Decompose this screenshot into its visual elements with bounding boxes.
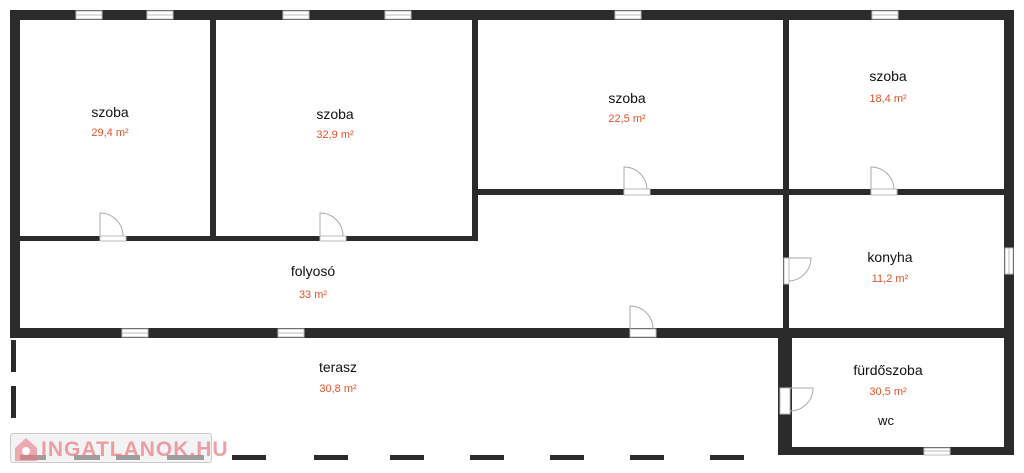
room-name: szoba — [316, 106, 354, 122]
watermark-logo: INGATLANOK.HU — [10, 433, 228, 463]
doors — [99, 166, 898, 415]
room-area: 29,4 m² — [91, 127, 129, 139]
door — [99, 212, 127, 242]
window — [1004, 247, 1014, 275]
door — [623, 166, 651, 196]
terasz-railing-left — [11, 386, 16, 418]
window — [277, 328, 305, 338]
room-area: 32,9 m² — [316, 129, 354, 141]
window — [121, 328, 149, 338]
room-name: folyosó — [290, 263, 336, 279]
room-area: 18,4 m² — [869, 93, 907, 105]
wall-furdo-bottom — [778, 447, 1014, 455]
windows — [75, 10, 1014, 456]
watermark-text: INGATLANOK.HU — [41, 438, 229, 461]
wall-left — [10, 10, 20, 338]
room-area: 22,5 m² — [608, 113, 646, 125]
wall-top — [10, 10, 1014, 20]
wall-szoba1-szoba2 — [210, 20, 216, 240]
window — [75, 10, 103, 20]
wall-szoba3-szoba4 — [783, 20, 789, 332]
door — [870, 166, 898, 196]
wall-rooms-folyoso — [20, 236, 478, 241]
room-area: 30,5 m² — [869, 386, 907, 398]
room-name: szoba — [869, 68, 907, 84]
wall-folyoso-terasz — [10, 328, 1014, 338]
window — [146, 10, 174, 20]
window — [384, 10, 412, 20]
room-name: terasz — [318, 359, 358, 375]
terasz-railing-left — [11, 340, 16, 372]
room-name: szoba — [608, 90, 646, 106]
wall-right — [1004, 10, 1014, 455]
house-icon — [15, 438, 37, 461]
door — [779, 387, 814, 415]
room-area: 33 m² — [298, 289, 328, 301]
room-area: 11,2 m² — [871, 273, 909, 285]
room-name: szoba — [91, 104, 129, 120]
walls — [10, 10, 1014, 460]
door — [629, 305, 657, 338]
wall-szoba3-folyoso — [478, 189, 1004, 195]
wall-szoba2-szoba3 — [472, 20, 478, 240]
room-name: konyha — [867, 249, 913, 265]
room-note: wc — [878, 413, 894, 428]
window — [282, 10, 310, 20]
door — [319, 212, 347, 242]
window — [923, 447, 951, 456]
window — [871, 10, 899, 20]
room-area: 30,8 m² — [319, 383, 357, 395]
window — [614, 10, 642, 20]
room-name: fürdőszoba — [853, 362, 923, 378]
door — [783, 257, 812, 285]
